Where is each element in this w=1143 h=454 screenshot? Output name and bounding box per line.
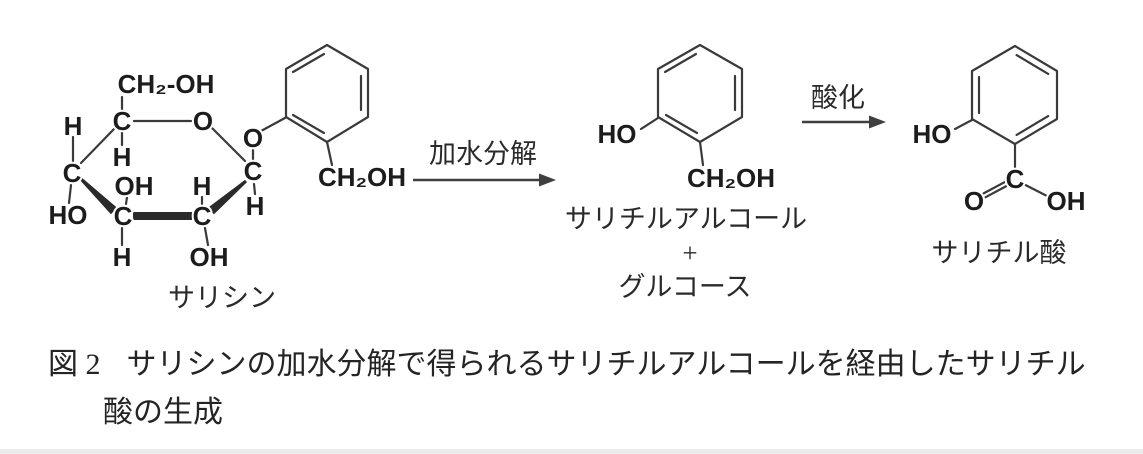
arrow-label-hydrolysis: 加水分解 <box>429 139 537 169</box>
caption-text-line2: 酸の生成 <box>103 396 223 429</box>
wedge-bond <box>208 179 247 215</box>
atom-label-ch2oh: CH₂OH <box>687 163 775 193</box>
bond <box>124 195 129 206</box>
double-bond <box>664 113 699 135</box>
atom-label-ho: HO <box>49 200 88 230</box>
atom-label-h: H <box>113 242 132 272</box>
atom-label-oh: OH <box>190 242 229 272</box>
atom-label-o: O <box>243 123 263 153</box>
bond <box>953 118 974 131</box>
bond <box>210 126 247 163</box>
bond <box>252 182 257 196</box>
scheme-text-labels: サリシン 加水分解 サリチルアルコール + グルコース 酸化 サリチル酸 <box>168 83 1067 313</box>
atom-label-c: C <box>113 106 132 136</box>
salicyl-alcohol-structure <box>639 43 744 167</box>
molecule-name-glucose: グルコース <box>618 272 751 302</box>
figure-caption: 図 2 サリシンの加水分解で得られるサリチルアルコールを経由したサリチル 酸の生成 <box>48 341 1128 437</box>
molecule-name-salicyl-alcohol: サリチルアルコール <box>565 204 807 234</box>
bond <box>698 140 705 167</box>
molecule-name-salicylic-acid: サリチル酸 <box>932 238 1067 268</box>
arrow-head <box>869 115 886 129</box>
molecule-name-salicin: サリシン <box>168 283 276 313</box>
atom-label-oh: OH <box>115 171 154 201</box>
salicin-benzene-ring <box>284 43 370 167</box>
atom-label-c: C <box>1006 164 1025 194</box>
atom-label-o: O <box>964 186 984 216</box>
benzene-ring <box>970 44 1059 146</box>
figure-number-label: 図 2 <box>48 348 101 381</box>
double-bond <box>1015 115 1050 136</box>
benzene-ring <box>656 43 744 144</box>
oxidation-arrow <box>802 115 886 129</box>
bond <box>639 116 660 131</box>
salicylic-acid-atom-labels: HO C O OH <box>911 117 1088 218</box>
salicylic-acid-structure <box>953 44 1059 199</box>
bond <box>259 116 287 133</box>
caption-text-line1: サリシンの加水分解で得られるサリチルアルコールを経由したサリチル <box>126 348 1086 381</box>
bond <box>325 140 334 167</box>
reaction-scheme-drawing: CH₂-OH C O H H C OH H HO C C H OH C O H … <box>47 43 1088 313</box>
wedge-bond <box>79 177 118 215</box>
arrow-label-oxidation: 酸化 <box>811 83 865 113</box>
atom-label-h: H <box>193 171 212 201</box>
atom-label-c: C <box>114 201 133 231</box>
page-bottom-edge <box>0 449 1143 454</box>
carbonyl-double-bond <box>984 185 1008 199</box>
double-bond <box>291 113 326 135</box>
bond <box>79 127 116 165</box>
atom-label-ch2oh: CH₂-OH <box>118 69 215 99</box>
bond <box>203 226 210 247</box>
double-bond <box>663 52 698 74</box>
atom-label-ch2oh: CH₂OH <box>318 162 406 192</box>
salicyl-alcohol-atom-labels: HO CH₂OH <box>596 117 778 195</box>
atom-label-ho: HO <box>913 119 952 149</box>
atom-label-c: C <box>244 156 263 186</box>
atom-label-c: C <box>193 201 212 231</box>
atom-label-h: H <box>246 191 265 221</box>
plus-sign: + <box>682 238 697 268</box>
double-bond <box>1015 54 1050 75</box>
salicin-atom-labels: CH₂-OH C O H H C OH H HO C C H OH C O H … <box>47 67 409 274</box>
atom-label-h: H <box>113 142 132 172</box>
bond <box>67 183 73 205</box>
double-bond <box>291 52 326 74</box>
atom-label-oh: OH <box>1047 186 1086 216</box>
salicin-glucose-bonds <box>67 95 287 247</box>
atom-label-c: C <box>63 158 82 188</box>
hydrolysis-arrow <box>413 173 556 187</box>
bond <box>1023 183 1048 197</box>
arrow-head <box>539 173 556 187</box>
benzene-ring <box>284 43 370 144</box>
carbonyl-double-bond <box>982 181 1006 195</box>
atom-label-o: O <box>193 106 213 136</box>
caption-line1: 図 2 サリシンの加水分解で得られるサリチルアルコールを経由したサリチル <box>48 341 1128 389</box>
atom-label-h: H <box>64 111 83 141</box>
atom-label-ho: HO <box>598 119 637 149</box>
